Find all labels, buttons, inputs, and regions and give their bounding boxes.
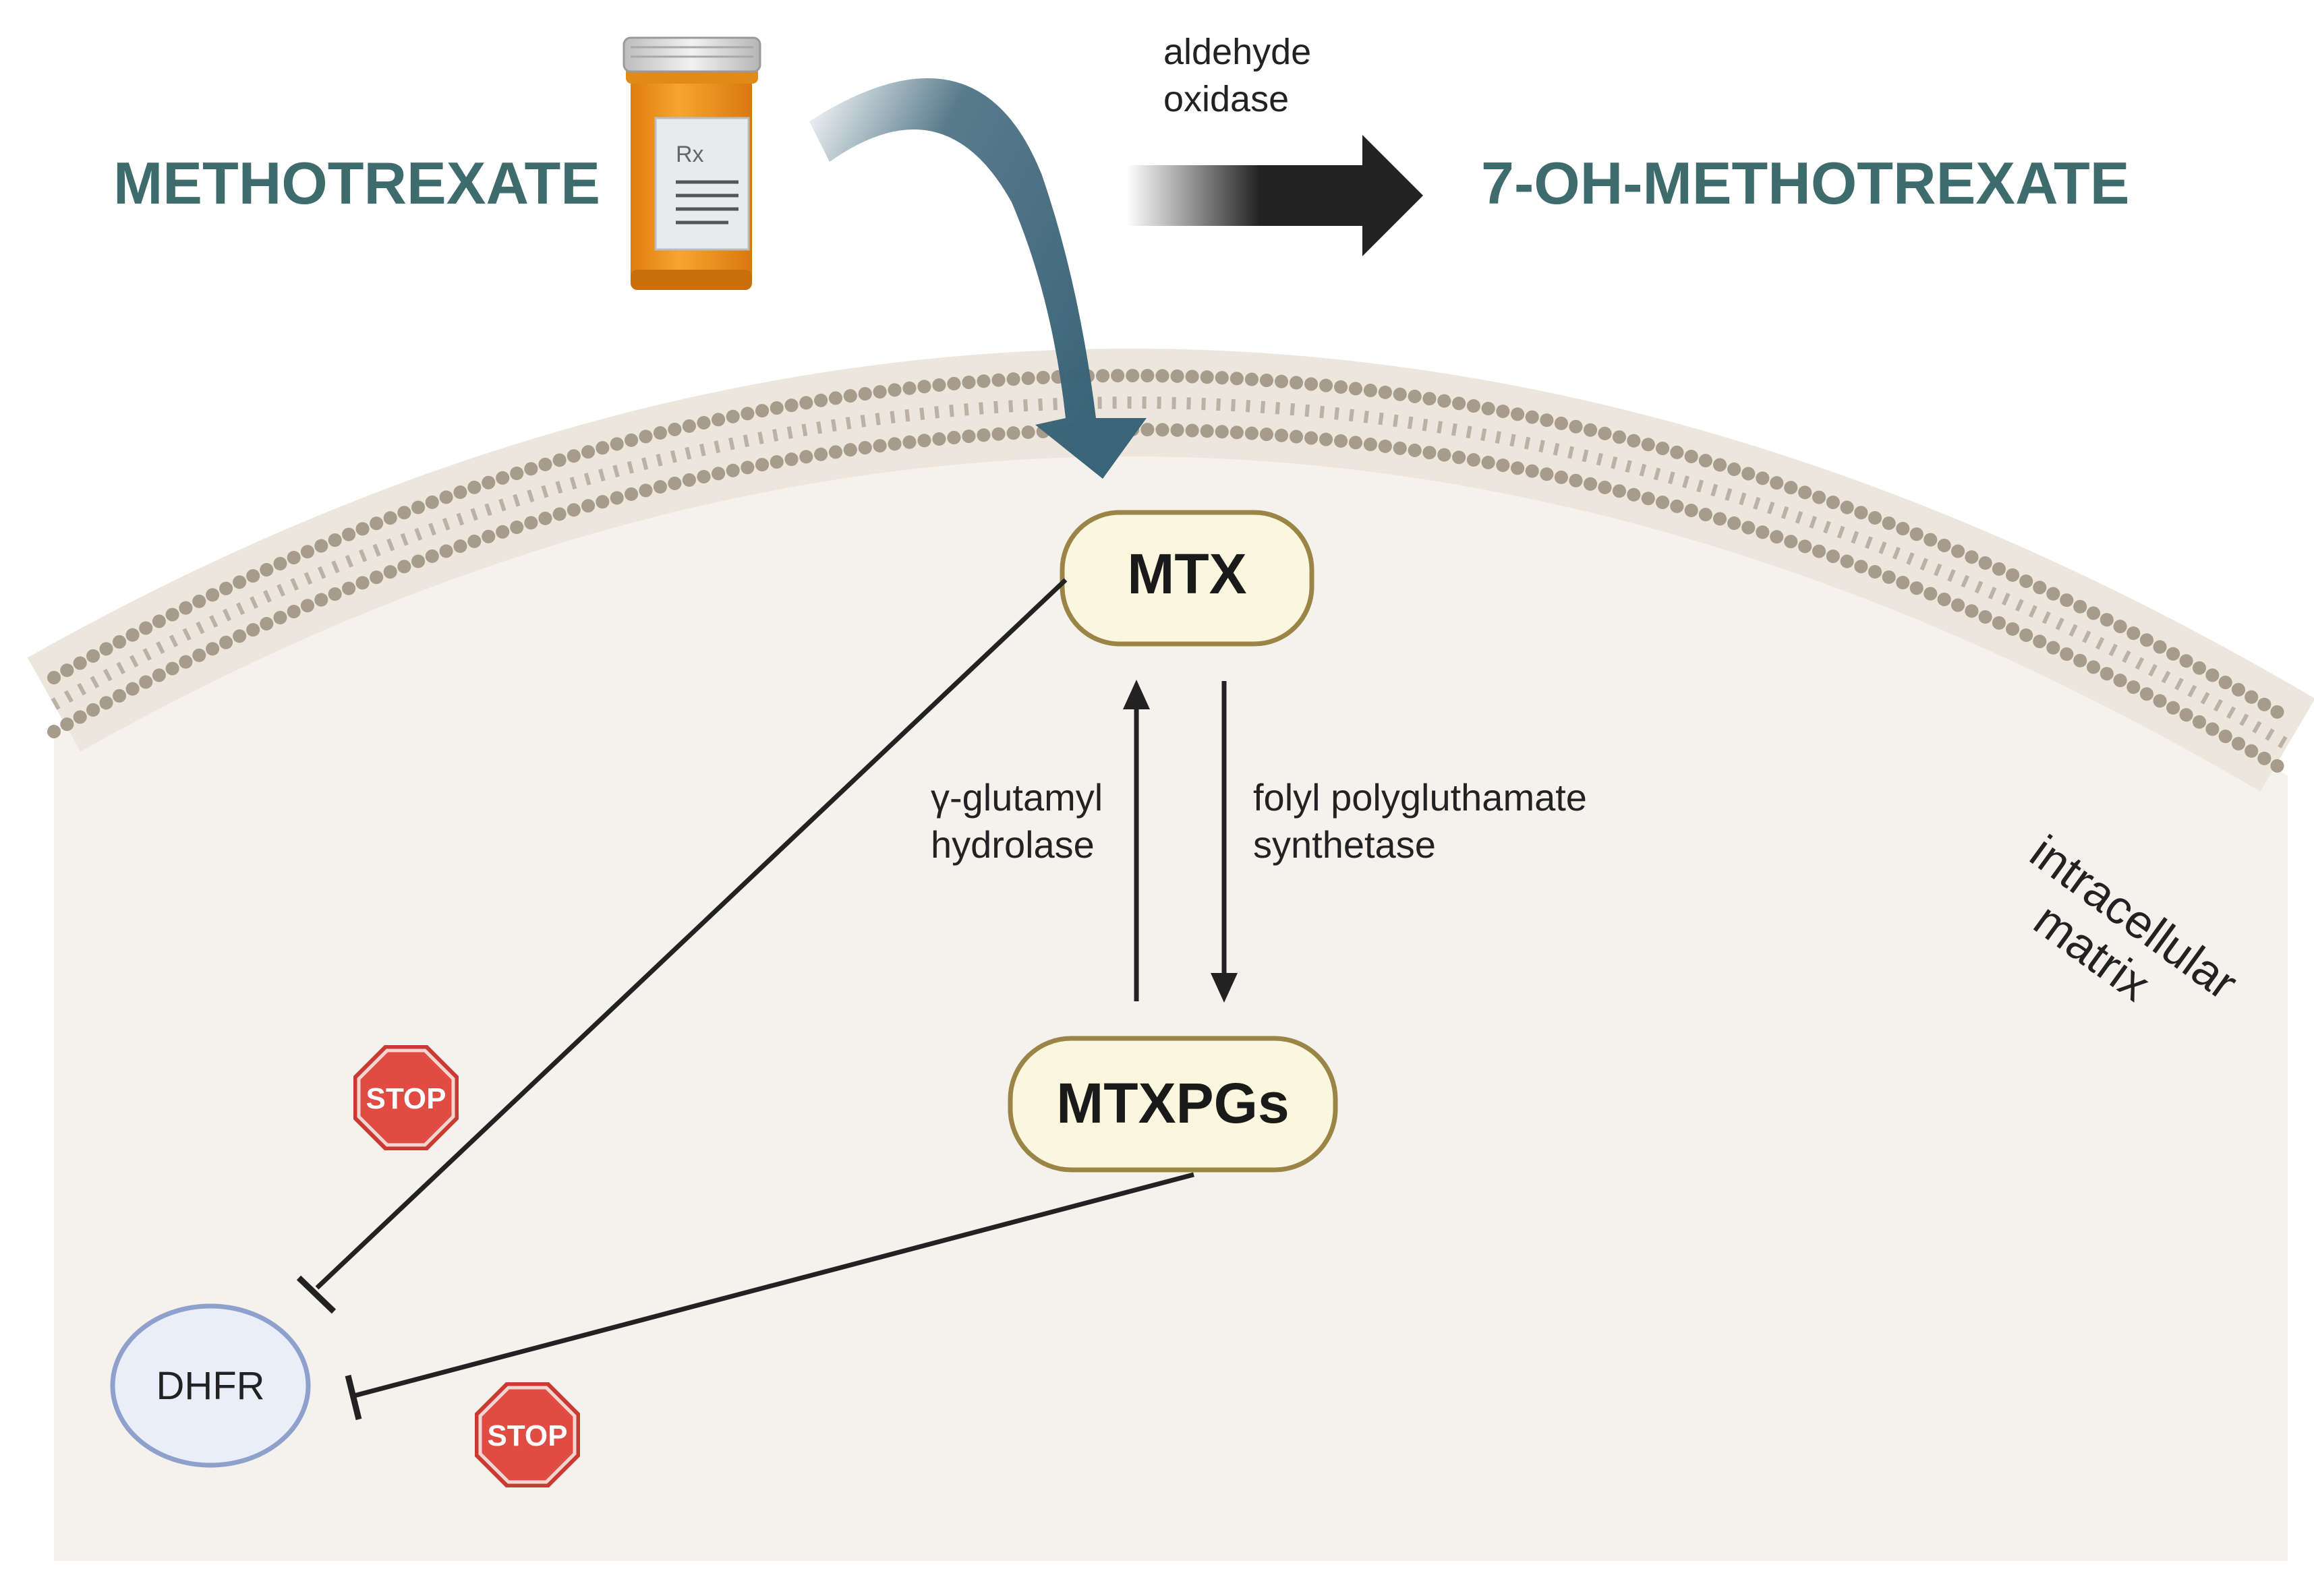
dhfr-node xyxy=(110,1303,311,1468)
mtx-node xyxy=(1060,510,1314,647)
drug-title: METHOTREXATE xyxy=(113,150,600,216)
mtx-label: MTX xyxy=(1127,542,1246,605)
mtxpgs-label: MTXPGs xyxy=(1056,1071,1289,1135)
mtxpgs-node xyxy=(1008,1036,1338,1173)
stop-sign-text: STOP xyxy=(366,1082,446,1115)
pill-bottle-icon: Rx xyxy=(623,36,761,290)
oxidase-label-line1: aldehyde xyxy=(1163,32,1311,72)
stop-sign-text: STOP xyxy=(487,1419,567,1452)
mtxpgs-inhibits-dhfr xyxy=(345,1172,1194,1421)
synthetase-label-line1: folyl polygluthamate xyxy=(1253,776,1587,819)
hydrolase-arrow xyxy=(1123,680,1150,1001)
synthetase-label-line2: synthetase xyxy=(1253,823,1436,866)
hydrolase-label-line2: hydrolase xyxy=(931,823,1095,866)
stop-sign-icon: STOP xyxy=(475,1382,580,1487)
cell-membrane xyxy=(27,349,2314,792)
cell-interior xyxy=(54,440,2288,1561)
influx-arrow xyxy=(809,78,1147,479)
hydrolase-label-line1: γ-glutamyl xyxy=(931,776,1103,819)
metabolite-title: 7-OH-METHOTREXATE xyxy=(1481,150,2129,216)
synthetase-arrow xyxy=(1211,681,1238,1003)
oxidase-label-line2: oxidase xyxy=(1163,79,1289,119)
oxidase-arrow xyxy=(1126,135,1423,256)
stop-sign-icon: STOP xyxy=(353,1045,459,1150)
rx-symbol: Rx xyxy=(676,142,704,167)
dhfr-label: DHFR xyxy=(156,1364,264,1408)
mtx-inhibits-dhfr xyxy=(296,578,1068,1314)
